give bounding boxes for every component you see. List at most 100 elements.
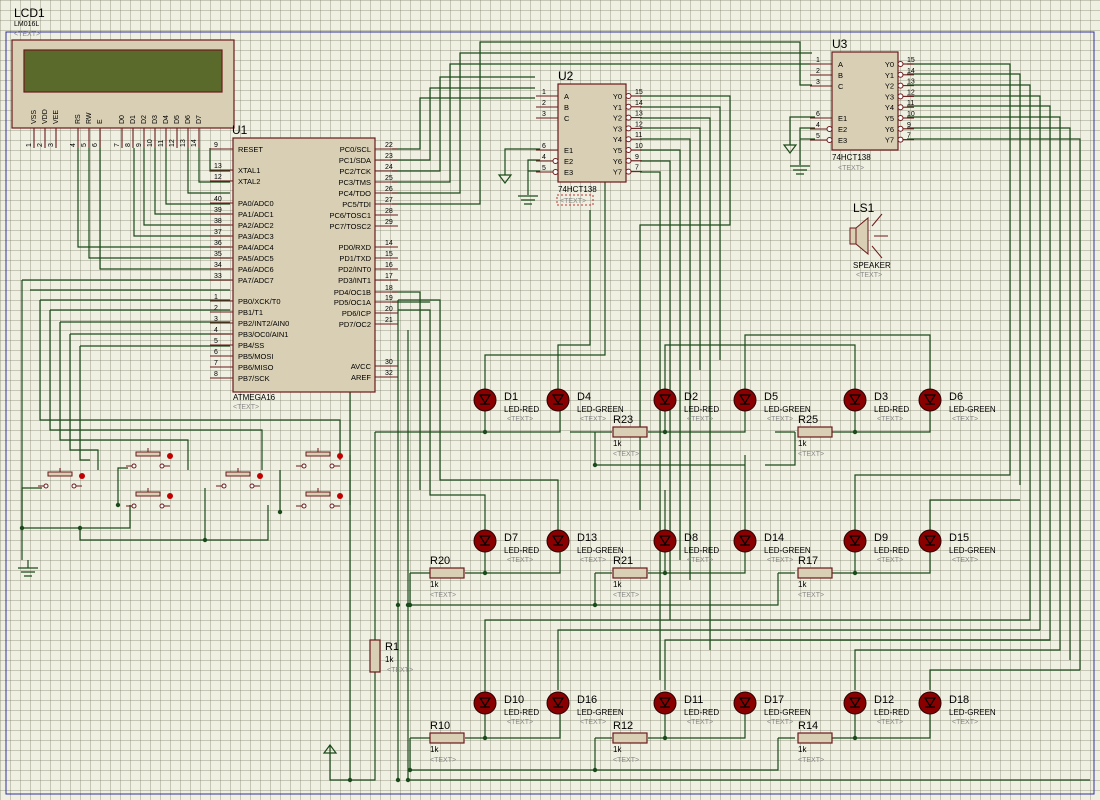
diode-symbol-icon [848,535,862,546]
decoder-pin-number: 4 [816,122,820,129]
junction-dot [592,767,598,773]
led-ref: D13 [577,532,597,544]
push-button-2[interactable] [126,448,173,469]
decoder-pin-number: 10 [635,143,643,150]
button-plunger [305,451,331,457]
resistor-ref: R25 [798,414,818,426]
decoder-pin-number: 15 [635,89,643,96]
led-text: <TEXT> [507,719,533,726]
resistor-body [612,732,648,744]
push-button-5[interactable] [296,448,343,469]
button-probe-icon [79,473,85,479]
decoder-pin-label: Y0 [885,60,894,69]
mcu-pin-number: 5 [214,338,218,345]
lcd-pin-label: RW [86,112,93,124]
decoder-pin-label: B [564,103,569,112]
inverter-bubble-icon [826,137,833,143]
led-part: LED-RED [874,405,909,414]
mcu-pin-label: PD6/ICP [342,309,371,318]
mcu-pin-label: PD1/TXD [339,254,371,263]
led-body-icon [843,388,867,412]
push-button-3[interactable] [126,488,173,509]
led-body-icon [918,388,942,412]
junction-dot [395,777,401,783]
resistor-body [797,732,833,744]
mcu-pin-number: 21 [385,317,393,324]
resistor-text: <TEXT> [798,592,824,599]
diode-symbol-icon [848,697,862,708]
mcu-pin-label: RESET [238,145,263,154]
decoder-pin-label: C [564,114,570,123]
resistor-value: 1k [613,745,622,754]
u3-part: 74HCT138 [832,153,871,162]
mcu-pin-label: PD4/OC1B [334,288,371,297]
mcu-pin-number: 39 [214,207,222,214]
mcu-pin-label: PB7/SCK [238,374,270,383]
lcd-text: <TEXT> [14,31,40,38]
junction-dot [662,429,668,435]
button-plunger [135,451,161,457]
resistor-ref: R12 [613,720,633,732]
led-ref: D3 [874,391,888,403]
lcd-display[interactable]: LCD1 LM016L <TEXT> VSS1VDD2VEE3RS4RW5E6D… [11,6,235,148]
push-button-6[interactable] [296,488,343,509]
decoder-pin-label: Y5 [613,146,622,155]
button-contact-icon [301,463,307,469]
push-button-4[interactable] [216,468,263,489]
lcd-pin-number: 13 [180,139,187,147]
lcd-pin-label: D7 [196,115,203,124]
button-contact-icon [329,503,335,509]
lcd-pin-number: 3 [48,143,55,147]
mcu-pin-label: PA2/ADC2 [238,221,274,230]
decoder-pin-number: 6 [542,143,546,150]
led-body-icon [843,691,867,715]
diode-symbol-icon [923,394,937,405]
decoder-pin-label: A [564,92,569,101]
led-ref: D2 [684,391,698,403]
button-contact-icon [131,503,137,509]
speaker-ls1[interactable]: LS1 SPEAKER <TEXT> [849,201,891,279]
decoder-pin-number: 5 [816,133,820,140]
junction-dot [592,602,598,608]
button-probe-icon [337,453,343,459]
mcu-pin-label: PA0/ADC0 [238,199,274,208]
lcd-pin-label: D6 [185,115,192,124]
push-button-1[interactable] [38,468,85,489]
resistor-body [612,426,648,438]
led-part: LED-RED [874,708,909,717]
lcd-pin-label: D1 [130,115,137,124]
led-body-icon [918,691,942,715]
